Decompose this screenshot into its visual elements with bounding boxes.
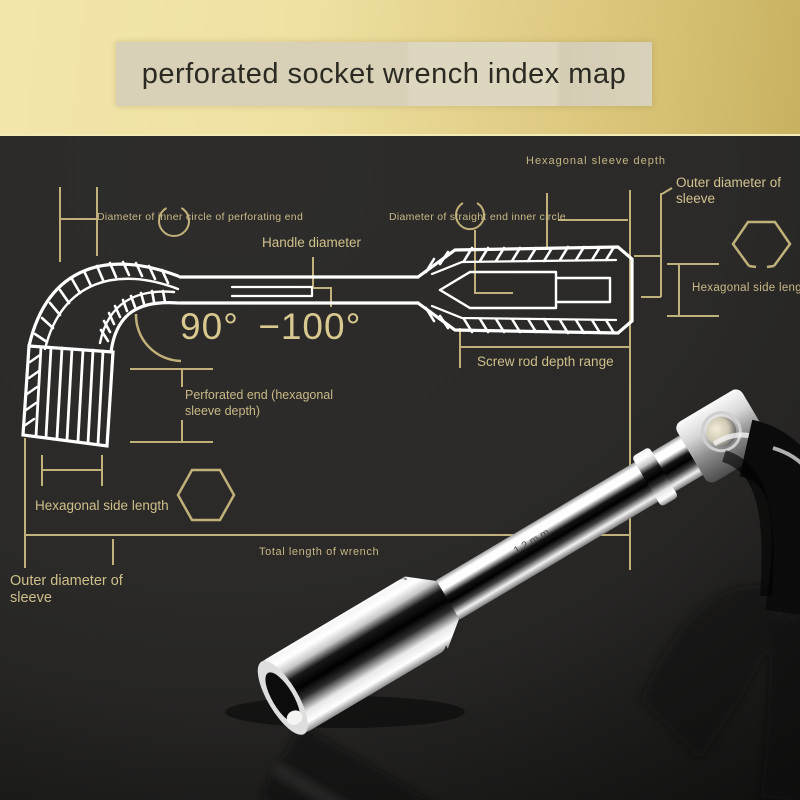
angle-arc bbox=[134, 313, 182, 363]
perforation-hole bbox=[700, 411, 742, 453]
dimension-lines bbox=[24, 187, 792, 570]
label-handle-diameter: Handle diameter bbox=[262, 235, 362, 250]
page-title: perforated socket wrench index map bbox=[141, 57, 627, 90]
wrench-line-drawing bbox=[21, 245, 634, 448]
label-straight-end-inner-circle: Diameter of straight end inner circle bbox=[389, 211, 566, 223]
hex-socket-opening bbox=[265, 672, 301, 724]
hexagon-icon bbox=[731, 220, 792, 269]
bend-angle-label: 90° −100° bbox=[180, 306, 362, 347]
label-inner-circle-perforating-end: Diameter of inner circle of perforating … bbox=[97, 211, 304, 223]
wrench-reflection bbox=[262, 584, 800, 800]
label-outer-diameter-of-sleeve-bottom: Outer diameter of sleeve bbox=[10, 573, 123, 606]
label-outer-diameter-of-sleeve-top: Outer diameter of sleeve bbox=[676, 175, 782, 206]
circle-marker-icon bbox=[158, 207, 190, 237]
label-hexagonal-side-length-right: Hexagonal side length bbox=[692, 282, 800, 294]
title-box: perforated socket wrench index map bbox=[116, 42, 652, 106]
hexagon-icon bbox=[176, 468, 236, 522]
label-perforated-end-depth: Perforated end (hexagonal sleeve depth) bbox=[185, 388, 334, 419]
title-banner: perforated socket wrench index map bbox=[0, 0, 800, 136]
label-screw-rod-depth-range: Screw rod depth range bbox=[477, 354, 614, 369]
label-total-length-of-wrench: Total length of wrench bbox=[259, 546, 380, 558]
label-hexagonal-side-length-left: Hexagonal side length bbox=[35, 498, 169, 513]
chrome-wrench-photo: 12mm bbox=[225, 389, 800, 800]
circle-marker-icon bbox=[455, 202, 485, 231]
label-hexagonal-sleeve-depth: Hexagonal sleeve depth bbox=[526, 155, 667, 167]
